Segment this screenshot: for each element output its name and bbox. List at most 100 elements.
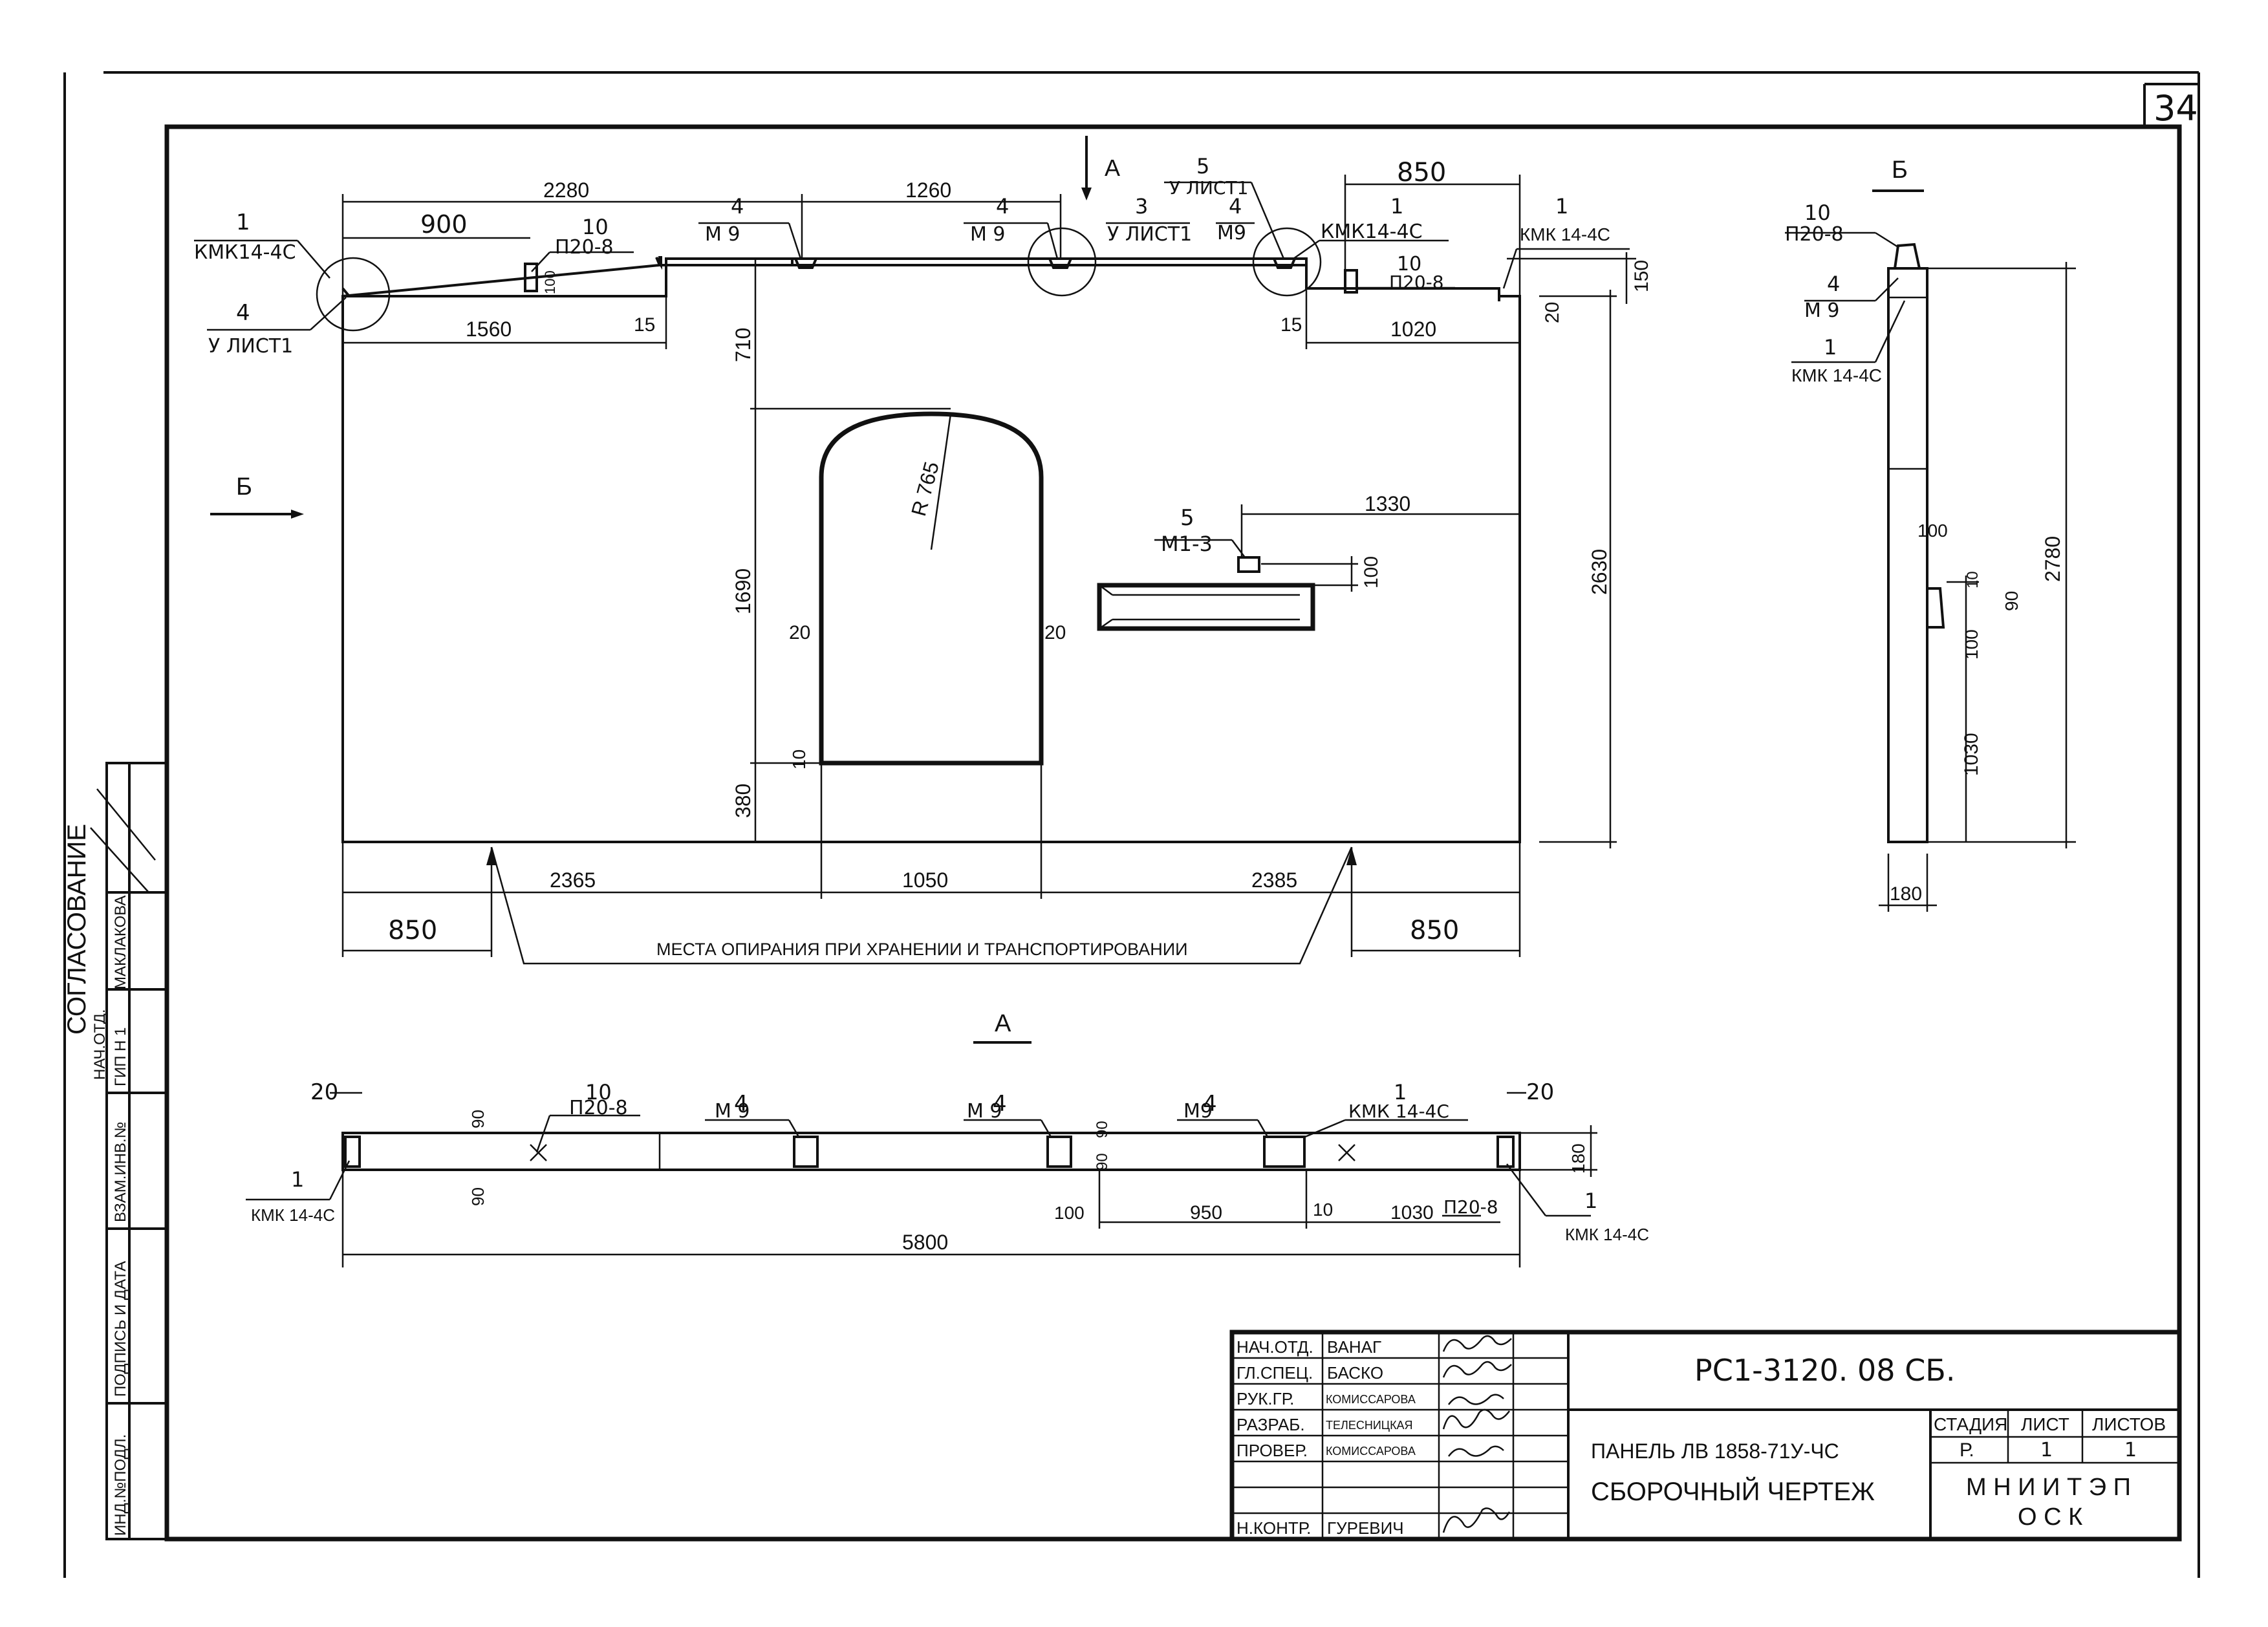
svg-text:М 9: М 9 [1804, 299, 1840, 322]
svg-text:У ЛИСТ1: У ЛИСТ1 [208, 335, 293, 358]
svg-text:У ЛИСТ1: У ЛИСТ1 [1169, 177, 1248, 199]
svg-text:4: 4 [993, 1091, 1007, 1117]
callout-5: 4 М 9 [964, 194, 1059, 259]
tb-org-1: М Н И И Т Э П [1966, 1474, 2131, 1501]
svg-text:П20-8: П20-8 [555, 236, 614, 259]
tb-doctype: СБОРОЧНЫЙ ЧЕРТЕЖ [1591, 1476, 1875, 1506]
stamp-r1b: МАКЛАКОВА [112, 896, 129, 989]
viewA-callout-2: 4 М 9 [705, 1091, 800, 1137]
block-2 [1046, 1136, 1072, 1168]
block-1 [793, 1136, 819, 1168]
callout-6: 3 У ЛИСТ1 [1106, 194, 1192, 246]
tb-sheets-h: ЛИСТОВ [2092, 1414, 2166, 1434]
callout-8: 4 М9 [1216, 194, 1255, 244]
svg-text:1: 1 [1824, 335, 1837, 360]
svg-text:КМК14-4С: КМК14-4С [194, 241, 296, 264]
side-dim-90: 90 [2002, 591, 2022, 611]
dim-710: 710 [731, 328, 755, 362]
svg-text:10: 10 [1397, 253, 1421, 275]
viewA-callout-4: 4 М9 [1177, 1091, 1269, 1137]
svg-text:1: 1 [236, 210, 250, 235]
side-dim-100b: 100 [1961, 629, 1982, 660]
dim-150: 150 [1631, 260, 1652, 292]
side-dim-180: 180 [1890, 883, 1922, 905]
viewA-dim-90c: 90 [1094, 1121, 1111, 1138]
svg-text:4: 4 [996, 194, 1009, 219]
svg-text:10: 10 [1804, 200, 1831, 225]
tb-name-4: ТЕЛЕСНИЦКАЯ [1326, 1419, 1413, 1432]
dim-10: 10 [789, 749, 809, 770]
tb-role-5: ПРОВЕР. [1237, 1441, 1308, 1460]
stamp-r2b: ГИП Н 1 [112, 1027, 129, 1086]
tb-role-3: РУК.ГР. [1237, 1389, 1294, 1408]
tb-name-3: КОМИССАРОВА [1326, 1393, 1416, 1406]
viewA-callout-1: 10 П20-8 [535, 1080, 640, 1153]
stamp-r4: ПОДПИСЬ И ДАТА [112, 1261, 129, 1397]
block-3 [1263, 1136, 1306, 1168]
dim-1690: 1690 [731, 568, 755, 614]
viewA-dim-90a: 90 [468, 1110, 488, 1128]
svg-text:КМК 14-4С: КМК 14-4С [251, 1205, 335, 1225]
viewA-dim-90d: 90 [1094, 1153, 1111, 1170]
callout-11: 1 КМК 14-4С [1502, 194, 1630, 289]
callout-9: 1 КМК14-4С [1293, 194, 1449, 260]
svg-text:КМК 14-4С: КМК 14-4С [1520, 224, 1610, 244]
side-callout-1: 10 П20-8 [1785, 200, 1899, 248]
section-A-marker: А [1105, 155, 1120, 181]
dim-2365: 2365 [550, 868, 596, 892]
callout-4: 4 М 9 [698, 194, 802, 259]
viewA-callout-7: П20-8 [1442, 1196, 1498, 1218]
svg-text:КМК14-4С: КМК14-4С [1321, 221, 1423, 243]
callout-1: 1 КМК14-4С [194, 210, 330, 279]
viewA-callout-8: 1 КМК 14-4С [1506, 1163, 1649, 1244]
view-A: А 20 20 90 90 90 90 180 100 950 10 1030 [246, 1010, 1649, 1267]
side-dim-10: 10 [1964, 571, 1982, 588]
svg-text:КМК 14-4С: КМК 14-4С [1565, 1225, 1649, 1244]
tb-sheets: 1 [2124, 1439, 2137, 1461]
side-dim-1030: 1030 [1961, 733, 1982, 776]
svg-text:4: 4 [734, 1091, 748, 1117]
viewA-dim-5800: 5800 [902, 1231, 948, 1254]
stamp-r5: ИНД.№ПОДЛ. [112, 1434, 129, 1536]
side-stamp: СОГЛАСОВАНИЕ НАЧ.ОТД. МАКЛАКОВА ГИП Н 1 … [63, 762, 168, 1540]
svg-text:М9: М9 [1183, 1100, 1213, 1123]
dim-1560: 1560 [466, 318, 512, 341]
tb-role-1: НАЧ.ОТД. [1237, 1337, 1313, 1357]
side-callout-2: 4 М 9 [1804, 272, 1899, 322]
dim-850-left: 850 [388, 916, 437, 945]
main-elevation: 2280 900 1560 15 1260 850 1020 15 710 16… [194, 136, 1652, 965]
tb-name-2: БАСКО [1327, 1363, 1383, 1383]
svg-text:3: 3 [1135, 194, 1148, 219]
tb-name-1: ВАНАГ [1327, 1337, 1381, 1357]
tb-code: РС1-3120. 08 СБ. [1694, 1353, 1956, 1388]
dim-850-right: 850 [1410, 916, 1459, 945]
callout-10: 10 П20-8 [1358, 253, 1455, 293]
svg-text:П20-8: П20-8 [1443, 1196, 1498, 1218]
tb-stage-h: СТАДИЯ [1934, 1414, 2007, 1434]
svg-text:П20-8: П20-8 [569, 1097, 628, 1119]
svg-text:КМК 14-4С: КМК 14-4С [1348, 1101, 1449, 1122]
dim-850-top: 850 [1397, 158, 1446, 188]
side-view-title: Б [1892, 156, 1908, 184]
stamp-agreed: СОГЛАСОВАНИЕ [63, 824, 91, 1035]
section-B-marker: Б [236, 473, 252, 501]
dim-2280: 2280 [543, 178, 589, 202]
svg-text:5: 5 [1196, 154, 1209, 178]
side-dim-100a: 100 [1917, 521, 1948, 541]
door-opening [819, 411, 1044, 766]
svg-text:10: 10 [585, 1080, 612, 1104]
svg-text:У ЛИСТ1: У ЛИСТ1 [1107, 223, 1192, 246]
side-view-B: Б 2780 100 10 90 100 1030 180 10 П20-8 4 [1785, 156, 2076, 912]
callout-12: 5 М1-3 [1154, 505, 1246, 558]
side-callout-3: 1 КМК 14-4С [1791, 300, 1906, 385]
callout-2: 4 У ЛИСТ1 [207, 297, 347, 358]
block-right [1496, 1136, 1515, 1168]
viewA-dim-10: 10 [1313, 1200, 1333, 1220]
sheet-number: 34 [2154, 88, 2198, 129]
svg-text:4: 4 [1229, 194, 1242, 219]
dim-15a: 15 [634, 314, 655, 336]
tb-sheet-h: ЛИСТ [2021, 1414, 2069, 1434]
block-left [344, 1136, 361, 1168]
viewA-dim-950: 950 [1190, 1202, 1222, 1223]
